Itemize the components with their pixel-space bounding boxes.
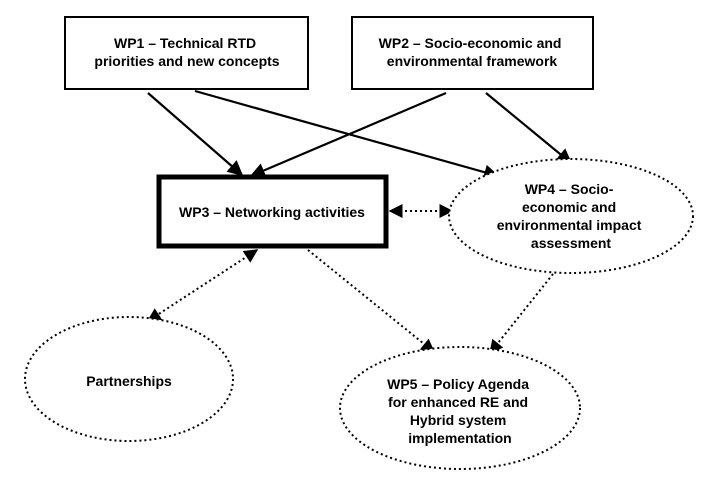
edge-wp3-partnerships — [146, 249, 259, 322]
node-partnerships: Partnerships — [24, 316, 234, 442]
node-wp2-line-1: WP2 – Socio-economic and — [379, 35, 562, 51]
dotted-edges — [146, 204, 554, 355]
node-partnerships-label: Partnerships — [86, 373, 172, 389]
node-wp1-label: WP1 – Technical RTD priorities and new c… — [94, 35, 279, 69]
node-wp5-line-2: for enhanced RE and — [388, 394, 528, 410]
edge-wp3-wp5 — [307, 249, 436, 353]
node-wp3-line-1: WP3 – Networking activities — [179, 204, 365, 220]
edge-wp4-wp5 — [489, 273, 554, 355]
node-wp1-line-2: priorities and new concepts — [94, 53, 279, 69]
node-wp4-line-1: WP4 – Socio- — [525, 181, 614, 197]
node-wp5-line-4: implementation — [408, 430, 511, 446]
node-wp2-label: WP2 – Socio-economic and environmental f… — [379, 35, 566, 69]
node-wp3-box — [156, 174, 389, 249]
node-wp5-line-3: Hybrid system — [410, 412, 506, 428]
node-wp2-line-2: environmental framework — [387, 53, 558, 69]
node-wp5-ellipse — [339, 346, 581, 470]
node-wp3: WP3 – Networking activities — [156, 174, 389, 249]
edge-wp1-wp3 — [147, 92, 244, 177]
node-wp5: WP5 – Policy Agenda for enhanced RE and … — [339, 346, 581, 470]
node-wp4-line-3: environmental impact — [497, 217, 642, 233]
node-wp1: WP1 – Technical RTD priorities and new c… — [64, 16, 309, 90]
solid-edges — [147, 89, 573, 180]
node-wp5-line-1: WP5 – Policy Agenda — [387, 376, 529, 392]
edge-wp2-wp3 — [249, 91, 447, 178]
node-wp1-box — [64, 16, 309, 90]
node-wp2-box — [351, 16, 594, 90]
edge-wp2-wp4 — [485, 92, 573, 164]
node-partnerships-line-1: Partnerships — [86, 373, 172, 389]
node-wp2: WP2 – Socio-economic and environmental f… — [351, 16, 594, 90]
node-partnerships-ellipse — [24, 316, 234, 442]
node-wp4-label: WP4 – Socio- economic and environmental … — [497, 181, 646, 251]
node-wp4-line-2: economic and — [522, 199, 616, 215]
node-wp5-label: WP5 – Policy Agenda for enhanced RE and … — [387, 376, 533, 446]
node-wp4: WP4 – Socio- economic and environmental … — [448, 158, 694, 274]
node-wp3-label: WP3 – Networking activities — [179, 204, 365, 220]
node-wp4-ellipse — [448, 158, 694, 274]
edge-wp1-wp4 — [194, 89, 500, 180]
node-wp1-line-1: WP1 – Technical RTD — [114, 35, 256, 51]
node-wp4-line-4: assessment — [531, 235, 612, 251]
